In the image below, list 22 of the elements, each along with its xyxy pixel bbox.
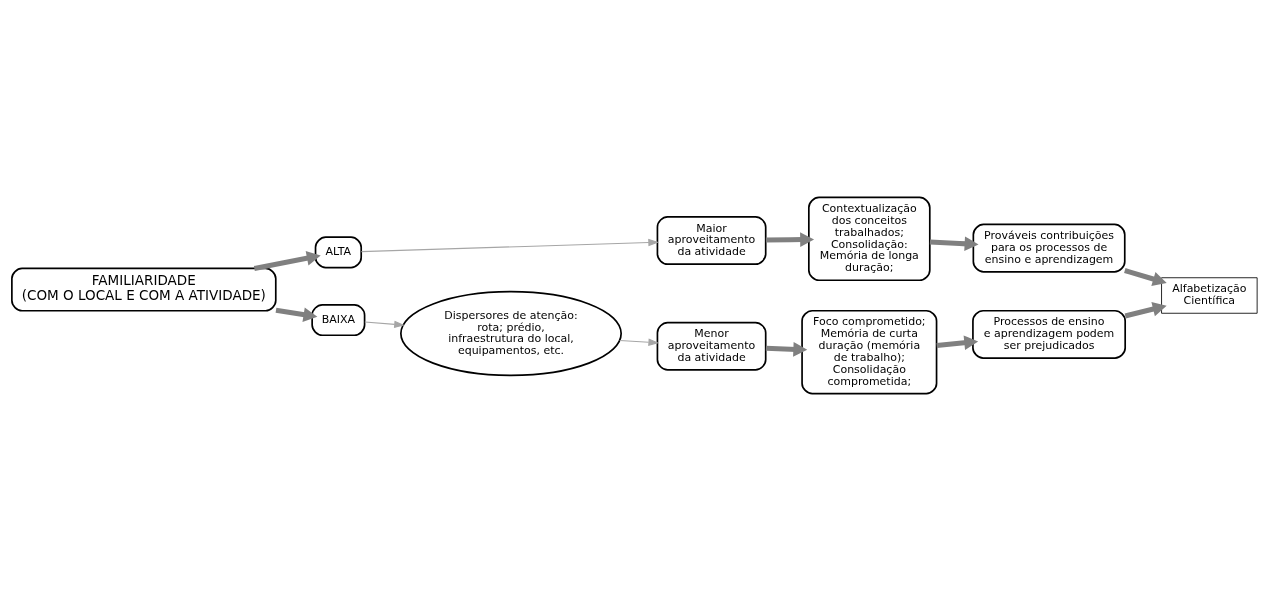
node-box: Contextualização dos conceitos trabalhados; Consolidação: Memória de longa duração;	[808, 196, 931, 282]
arrow	[765, 232, 815, 247]
arrow	[364, 320, 405, 329]
arrow	[619, 338, 660, 346]
node-box: BAIXA	[311, 303, 366, 337]
arrow	[275, 307, 318, 322]
node-ellipse: Dispersores de atenção: rota; prédio, infraestrutura do local, equipamentos, etc.	[400, 290, 622, 377]
arrow	[1124, 268, 1167, 287]
arrow	[253, 251, 321, 271]
node-box: Foco comprometido; Memória de curta duração (memória de trabalho); Consolidação comprometida;	[801, 309, 938, 395]
node-box: FAMILIARIDADE (COM O LOCAL E COM A ATIVIDADE)	[11, 267, 277, 312]
arrow	[929, 236, 979, 252]
arrow	[1124, 302, 1167, 319]
node-box: Processos de ensino e aprendizagem podem ser prejudicados	[972, 309, 1127, 359]
arrow	[360, 238, 659, 253]
node-box: Alfabetização Científica	[1161, 277, 1258, 314]
arrow	[765, 342, 808, 357]
node-box: Prováveis contribuições para os processos de ensino e aprendizagem	[972, 223, 1126, 273]
node-box: Maior aproveitamento da atividade	[656, 216, 767, 266]
node-box: ALTA	[314, 236, 363, 269]
node-box: Menor aproveitamento da atividade	[656, 321, 767, 371]
arrow	[936, 335, 979, 351]
